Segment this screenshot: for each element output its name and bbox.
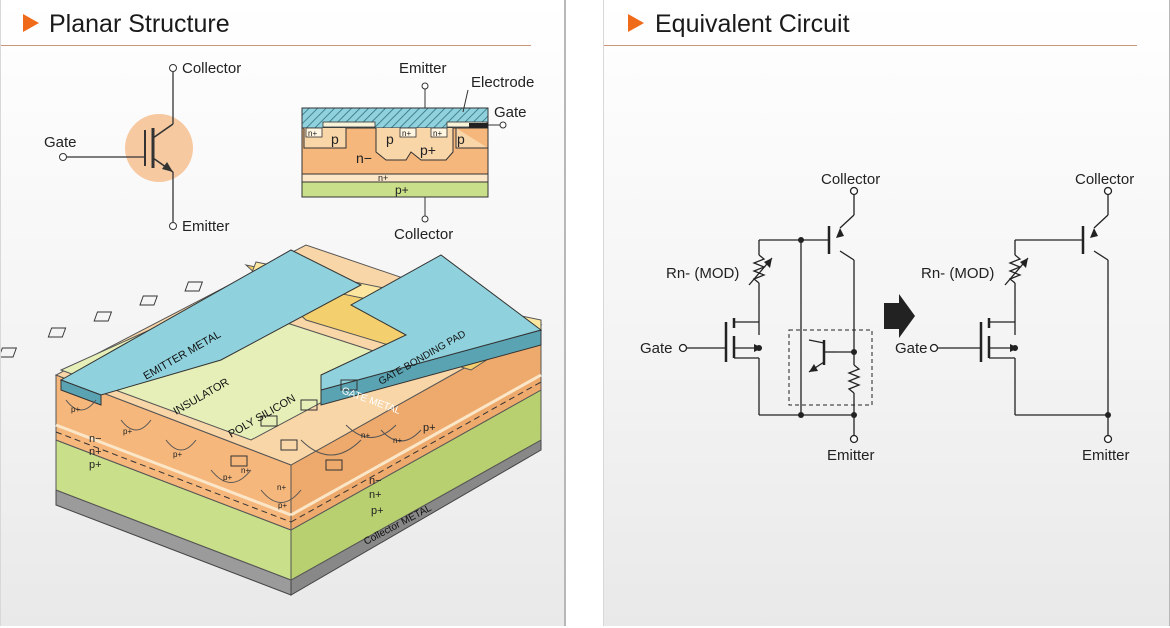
cs-p-label: p (386, 131, 394, 147)
title-divider (1, 45, 531, 46)
cut-nplus-well-label: n+ (277, 483, 286, 492)
cs-nplus-label: n+ (402, 129, 411, 138)
cut-nplus-well-label: n+ (393, 436, 402, 445)
symbol-emitter-label: Emitter (182, 218, 230, 235)
cut-nplus-label: n+ (369, 489, 382, 501)
igbt-symbol: Collector Gate Emitter (44, 60, 241, 235)
simple-gate-label: Gate (895, 340, 928, 357)
cut-pplus-well-label: p+ (71, 405, 80, 414)
cs-emitter-label: Emitter (399, 60, 447, 77)
cs-p-label: p (331, 131, 339, 147)
cutaway-3d: EMITTER METAL INSULATOR POLY SILICON GAT… (1, 244, 543, 596)
panel-title: Equivalent Circuit (655, 10, 850, 38)
cs-nplus-layer-label: n+ (378, 173, 388, 183)
cs-p-label: p (457, 131, 465, 147)
cs-pplus-layer-label: p+ (395, 183, 409, 197)
planar-structure-diagram: Collector Gate Emitter n+ (1, 60, 543, 596)
simple-resistor-label: Rn- (MOD) (921, 265, 994, 282)
cs-nplus-label: n+ (433, 129, 442, 138)
full-collector-label: Collector (821, 171, 880, 188)
emitter-arrow-icon (162, 162, 173, 172)
cut-pplus-label: p+ (89, 459, 102, 471)
full-emitter-label: Emitter (827, 447, 875, 464)
cut-nminus-label: n− (369, 475, 382, 487)
simple-collector-label: Collector (1075, 171, 1134, 188)
equivalent-circuit-diagram: Collector Emitter Gate Rn- (MOD) (640, 171, 1134, 464)
symbol-collector-label: Collector (182, 60, 241, 77)
cs-nplus-label: n+ (308, 129, 317, 138)
cs-nminus-label: n− (356, 150, 372, 166)
cross-section: n+ p p n+ n+ p n− p+ n+ p+ Emitter Elect… (301, 60, 534, 243)
cut-pplus-well-label: p+ (278, 501, 287, 510)
transform-arrow-icon (884, 294, 915, 338)
cut-pplus-well-label: p+ (223, 473, 232, 482)
symbol-gate-label: Gate (44, 134, 77, 151)
cut-pplus-well-label: p+ (123, 427, 132, 436)
full-resistor-label: Rn- (MOD) (666, 265, 739, 282)
cut-nminus-label: n− (89, 433, 102, 445)
cs-electrode-label: Electrode (471, 74, 534, 91)
symbol-circle (125, 114, 193, 182)
simple-emitter-label: Emitter (1082, 447, 1130, 464)
circuit-full (678, 186, 873, 444)
title-divider (604, 45, 1137, 46)
planar-structure-panel: Planar Structure Collector Gate Emitte (0, 0, 566, 626)
cs-collector-label: Collector (394, 226, 453, 243)
cut-nplus-label: n+ (89, 446, 102, 458)
full-gate-label: Gate (640, 340, 673, 357)
cut-pplus-label: p+ (371, 505, 384, 517)
equivalent-circuit-panel: Equivalent Circuit (603, 0, 1170, 626)
title-arrow-icon (23, 14, 39, 32)
panel-title: Planar Structure (49, 10, 230, 38)
cut-nplus-well-label: n+ (361, 431, 370, 440)
circuit-simplified (929, 186, 1113, 444)
cut-pplus-edge-label: p+ (423, 422, 436, 434)
cut-pplus-well-label: p+ (173, 450, 182, 459)
cs-pplus-label: p+ (420, 142, 436, 158)
cut-nplus-well-label: n+ (241, 466, 250, 475)
cs-gate-label: Gate (494, 104, 527, 121)
title-arrow-icon (628, 14, 644, 32)
